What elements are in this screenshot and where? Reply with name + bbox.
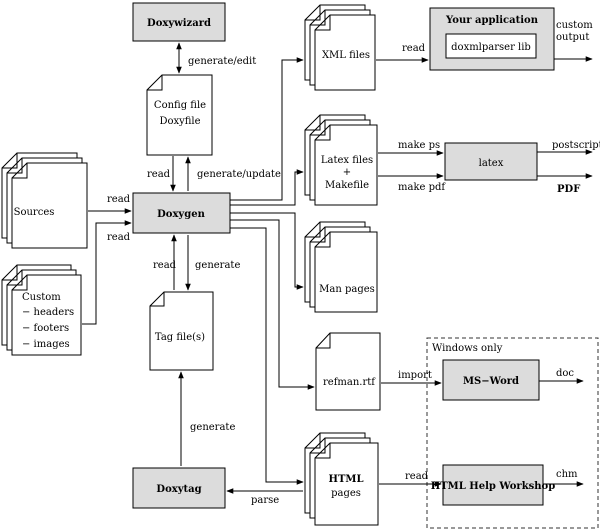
make-ps-label: make ps	[398, 140, 440, 151]
doxytag-box: Doxytag	[132, 467, 226, 509]
sources-doc-stack	[1, 152, 88, 249]
makefile-label: Makefile	[325, 180, 369, 191]
xml-files-doc-stack	[304, 4, 376, 91]
edge-doxygen-latex	[230, 169, 304, 206]
doxmlparser-label: doxmlparser lib	[451, 42, 531, 53]
generate-update-label: generate/update	[197, 169, 281, 180]
doxywizard-label: Doxywizard	[147, 18, 211, 29]
tag-files-doc	[149, 291, 214, 371]
generate-edit-label: generate/edit	[188, 56, 256, 67]
custom-headers-label: − headers	[22, 307, 74, 318]
custom-doc-stack	[1, 264, 82, 356]
read-tag-label: read	[153, 260, 177, 271]
man-pages-doc-stack	[304, 221, 378, 313]
doxywizard-box: Doxywizard	[132, 2, 226, 42]
html-help-workshop-box: HTML Help Workshop	[431, 464, 555, 506]
config-file-doc	[146, 74, 213, 156]
sources-label: Sources	[14, 207, 55, 218]
import-label: import	[398, 370, 432, 381]
generate-doxytag-label: generate	[190, 422, 235, 433]
xml-files-label: XML files	[322, 50, 370, 61]
edge-doxygen-rtf	[230, 219, 315, 390]
refman-label: refman.rtf	[323, 377, 376, 388]
read-config-label: read	[147, 169, 171, 180]
doxmlparser-box	[445, 33, 537, 59]
windows-only-label: Windows only	[432, 343, 503, 354]
man-pages-label: Man pages	[319, 284, 375, 295]
postscript-label: postscript	[552, 140, 600, 151]
pages-label: pages	[331, 488, 361, 499]
your-application-box: Your application doxmlparser lib	[429, 7, 555, 71]
custom-output-line2: output	[556, 32, 589, 43]
chm-label: chm	[556, 469, 578, 480]
pdf-label: PDF	[557, 184, 580, 195]
doxyfile-label: Doxyfile	[159, 116, 200, 127]
latex-label: latex	[479, 158, 504, 169]
custom-label: Custom	[22, 292, 61, 303]
read-sources-label: read	[107, 194, 131, 205]
edge-doxygen-html	[230, 227, 304, 485]
latex-files-label: Latex files	[321, 155, 373, 166]
doc-label: doc	[556, 368, 574, 379]
html-pages-doc-stack	[304, 432, 379, 526]
read-xml-label: read	[402, 43, 426, 54]
make-pdf-label: make pdf	[398, 182, 446, 193]
refman-doc	[315, 332, 381, 411]
edge-doxygen-xml	[230, 57, 304, 201]
parse-label: parse	[251, 495, 279, 506]
latex-box: latex	[444, 142, 538, 181]
generate-tag-label: generate	[195, 260, 240, 271]
custom-output-line1: custom	[556, 20, 593, 31]
doxytag-label: Doxytag	[156, 484, 201, 495]
read-html-label: read	[405, 471, 429, 482]
read-custom-label: read	[107, 232, 131, 243]
doxygen-box: Doxygen	[132, 192, 231, 234]
your-application-label: Your application	[445, 15, 539, 26]
msword-label: MS−Word	[463, 376, 519, 387]
msword-box: MS−Word	[442, 359, 540, 401]
html-help-workshop-label: HTML Help Workshop	[431, 481, 555, 492]
edge-custom-doxygen	[82, 220, 132, 325]
latex-plus-label: +	[343, 167, 351, 178]
doxygen-label: Doxygen	[157, 209, 205, 220]
html-label: HTML	[329, 474, 364, 485]
custom-footers-label: − footers	[22, 323, 69, 334]
tag-files-label: Tag file(s)	[155, 332, 205, 343]
latex-files-doc-stack	[304, 114, 378, 206]
edge-doxygen-man	[230, 212, 304, 290]
config-file-label: Config file	[154, 100, 206, 111]
windows-only-frame	[426, 337, 599, 529]
custom-images-label: − images	[22, 339, 70, 350]
